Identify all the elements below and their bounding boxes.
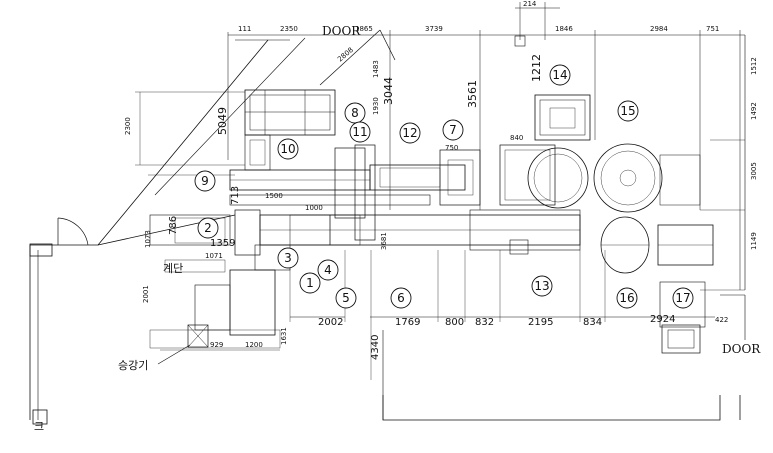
station-16-marker bbox=[616, 287, 638, 309]
station-12-number: 12 bbox=[402, 126, 417, 140]
dim-2300: 2300 bbox=[124, 117, 132, 135]
lift-label: 승강기 bbox=[118, 359, 148, 372]
station-5-number: 5 bbox=[342, 291, 350, 305]
dim-1000: 1000 bbox=[305, 204, 323, 212]
dim-1930: 1930 bbox=[372, 97, 380, 115]
dim-5049: 5049 bbox=[216, 107, 229, 135]
dim-1073: 1073 bbox=[144, 230, 152, 248]
dim-4340: 4340 bbox=[370, 335, 381, 360]
dim-2195: 2195 bbox=[528, 317, 553, 328]
station-7-number: 7 bbox=[449, 123, 457, 137]
dim-214: 214 bbox=[523, 0, 537, 8]
door-label-right: DOOR bbox=[722, 342, 761, 356]
station-2-number: 2 bbox=[204, 221, 212, 235]
dim-3561: 3561 bbox=[466, 80, 479, 108]
station-7-marker bbox=[442, 119, 464, 141]
station-14-frame bbox=[534, 94, 591, 141]
dim-1071: 1071 bbox=[205, 252, 223, 260]
dim-834: 834 bbox=[583, 317, 602, 328]
dim-2984: 2984 bbox=[650, 25, 668, 33]
dim-1769: 1769 bbox=[395, 317, 420, 328]
dim-111: 111 bbox=[238, 25, 251, 33]
dim-1359: 1359 bbox=[210, 238, 235, 249]
station-9-number: 9 bbox=[201, 174, 209, 188]
station-9-marker bbox=[194, 170, 216, 192]
station-10-marker bbox=[277, 138, 299, 160]
dim-751: 751 bbox=[706, 25, 719, 33]
station-13-number: 13 bbox=[534, 279, 549, 293]
station-12-marker bbox=[399, 122, 421, 144]
station-14-number: 14 bbox=[552, 68, 567, 82]
forklift bbox=[661, 324, 701, 354]
station-8-number: 8 bbox=[351, 106, 359, 120]
dim-1212: 1212 bbox=[530, 54, 543, 82]
station-15-number: 15 bbox=[620, 104, 635, 118]
station-14-marker bbox=[549, 64, 571, 86]
station-4-marker bbox=[317, 259, 339, 281]
dim-2808: 2808 bbox=[336, 46, 355, 64]
station-17-number: 17 bbox=[675, 291, 690, 305]
corner-mark: 크 bbox=[34, 420, 44, 433]
dim-3681: 3681 bbox=[380, 232, 388, 250]
dim-832: 832 bbox=[475, 317, 494, 328]
station-15-marker bbox=[617, 100, 639, 122]
station-17-marker bbox=[672, 287, 694, 309]
door-label-top: DOOR bbox=[322, 24, 361, 38]
station-10-number: 10 bbox=[280, 142, 295, 156]
dim-929: 929 bbox=[210, 341, 223, 349]
station-8-frame bbox=[244, 89, 336, 136]
dim-2350: 2350 bbox=[280, 25, 298, 33]
dim-1149: 1149 bbox=[750, 232, 758, 250]
door-swing-left bbox=[57, 217, 89, 246]
station-13-marker bbox=[531, 275, 553, 297]
dim-1200: 1200 bbox=[245, 341, 263, 349]
platform-1 bbox=[229, 269, 276, 336]
station-16-number: 16 bbox=[619, 291, 634, 305]
station-5-marker bbox=[335, 287, 357, 309]
dim-1512: 1512 bbox=[750, 57, 758, 75]
station-1-number: 1 bbox=[306, 276, 314, 290]
dim-1483: 1483 bbox=[372, 60, 380, 78]
stairs-label: 계단 bbox=[163, 262, 183, 275]
dim-713: 713 bbox=[230, 186, 241, 205]
dim-1865: 1865 bbox=[355, 25, 373, 33]
station-11-marker bbox=[349, 121, 371, 143]
station-11-number: 11 bbox=[352, 125, 367, 139]
station-3-number: 3 bbox=[284, 251, 292, 265]
dim-1631: 1631 bbox=[280, 327, 288, 345]
dim-786: 786 bbox=[168, 216, 179, 235]
dim-840: 840 bbox=[510, 134, 523, 142]
station-2-marker bbox=[197, 217, 219, 239]
left-wall bbox=[29, 244, 98, 420]
station-3-marker bbox=[277, 247, 299, 269]
station-4-number: 4 bbox=[324, 263, 332, 277]
dim-3044: 3044 bbox=[382, 77, 395, 105]
dim-800: 800 bbox=[445, 317, 464, 328]
dim-750: 750 bbox=[445, 144, 458, 152]
dim-2924: 2924 bbox=[650, 314, 675, 325]
dim-2001: 2001 bbox=[142, 285, 150, 303]
station-1-marker bbox=[299, 272, 321, 294]
station-6-marker bbox=[390, 287, 412, 309]
station-15-turntable bbox=[593, 143, 663, 213]
station-6-number: 6 bbox=[397, 291, 405, 305]
dim-3005: 3005 bbox=[750, 162, 758, 180]
dim-2002: 2002 bbox=[318, 317, 343, 328]
station-13-turntable bbox=[527, 147, 589, 209]
station-12-conveyor bbox=[369, 164, 466, 191]
dim-1492: 1492 bbox=[750, 102, 758, 120]
dim-422: 422 bbox=[715, 316, 728, 324]
dim-1500: 1500 bbox=[265, 192, 283, 200]
dim-3739: 3739 bbox=[425, 25, 443, 33]
dim-1846: 1846 bbox=[555, 25, 573, 33]
